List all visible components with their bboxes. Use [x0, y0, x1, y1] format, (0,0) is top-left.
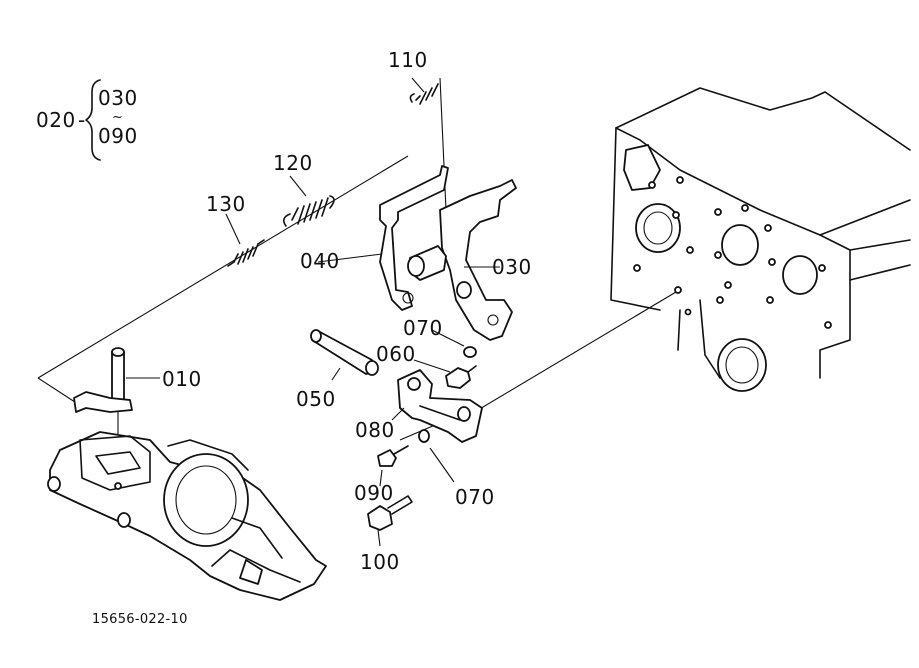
- lever-040: [379, 165, 449, 311]
- callout-090: 090: [354, 481, 394, 505]
- shaft-050: [310, 329, 379, 376]
- bracket-080: [397, 369, 483, 443]
- callout-040: 040: [300, 249, 340, 273]
- assembly-parent-number: 020: [36, 108, 76, 132]
- assembly-range-to: 090: [98, 124, 138, 148]
- assembly-dash: -: [78, 108, 86, 132]
- bolt-090: [377, 445, 409, 467]
- lever-030: [407, 179, 517, 341]
- callout-120: 120: [273, 151, 313, 175]
- callout-010: 010: [162, 367, 202, 391]
- assembly-brace: [85, 79, 101, 161]
- governor-housing: [47, 431, 327, 601]
- callout-070-upper: 070: [403, 316, 443, 340]
- spring-110: [409, 83, 439, 105]
- callout-060: 060: [376, 342, 416, 366]
- callout-050: 050: [296, 387, 336, 411]
- callout-110: 110: [388, 48, 428, 72]
- spring-130: [227, 239, 265, 267]
- drawing-number: 15656-022-10: [92, 612, 188, 627]
- assembly-range-mark: ~: [112, 110, 124, 125]
- callout-030: 030: [492, 255, 532, 279]
- callout-130: 130: [206, 192, 246, 216]
- washer-070-upper: [463, 346, 477, 358]
- bolt-100: [367, 495, 413, 531]
- bolt-060: [445, 365, 477, 389]
- spring-120: [282, 195, 335, 227]
- washer-070-lower: [418, 429, 430, 443]
- engine-housing: [610, 87, 911, 392]
- callout-080: 080: [355, 418, 395, 442]
- assembly-range-from: 030: [98, 86, 138, 110]
- callout-leaders: [126, 77, 500, 547]
- callout-100: 100: [360, 550, 400, 574]
- callout-070-lower: 070: [455, 485, 495, 509]
- lever-shaft-010: [73, 347, 133, 413]
